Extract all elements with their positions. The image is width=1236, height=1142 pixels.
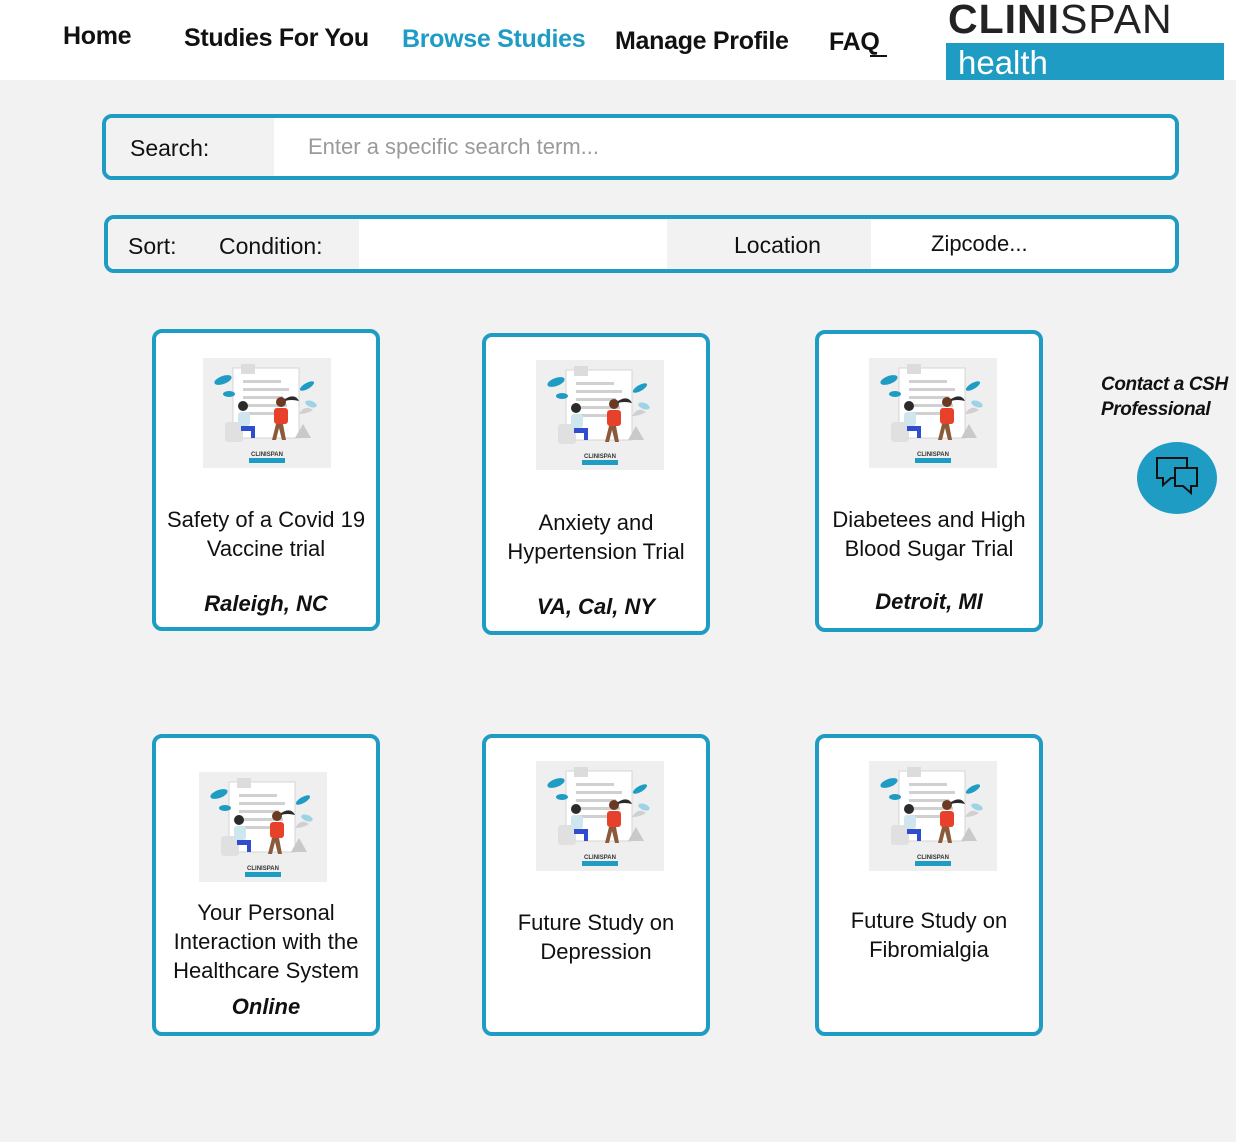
study-title: Future Study on Depression	[517, 910, 675, 964]
logo-health-band: health	[946, 43, 1224, 81]
chat-bubbles-icon	[1156, 457, 1198, 496]
study-illustration-icon	[536, 360, 664, 470]
study-location: Raleigh, NC	[204, 591, 328, 616]
nav-home[interactable]: Home	[63, 22, 132, 50]
study-card-anxiety-hypertension[interactable]: Anxiety and Hypertension Trial VA, Cal, …	[482, 333, 710, 635]
study-title: Diabetees and High Blood Sugar Trial	[832, 507, 1026, 561]
study-illustration-icon	[203, 358, 331, 468]
nav-faq[interactable]: FAQ	[829, 28, 880, 56]
search-label-area	[106, 118, 274, 176]
search-bar: Search:	[102, 114, 1179, 180]
study-card-fibromialgia[interactable]: Future Study on Fibromialgia	[815, 734, 1043, 1036]
condition-label: Condition:	[219, 233, 323, 259]
study-location: Online	[231, 994, 301, 1019]
study-illustration-icon	[869, 358, 997, 468]
study-title: Future Study on Fibromialgia	[850, 908, 1008, 962]
location-label-area	[667, 219, 871, 269]
study-illustration-icon	[199, 772, 327, 882]
sort-label: Sort:	[128, 233, 177, 259]
contact-professional-label: Contact a CSH Professional	[1101, 374, 1228, 420]
study-card-diabetes[interactable]: Diabetees and High Blood Sugar Trial Det…	[815, 330, 1043, 632]
location-label: Location	[734, 232, 821, 258]
study-title: Anxiety and Hypertension Trial	[507, 510, 685, 564]
zipcode-field[interactable]	[871, 219, 1175, 269]
clinispan-health-logo[interactable]: CLINISPAN health	[946, 0, 1224, 81]
search-label: Search:	[130, 135, 210, 161]
study-illustration-icon	[536, 761, 664, 871]
top-navigation-bar: Home Studies For You Browse Studies Mana…	[0, 0, 1236, 81]
faq-underline	[870, 55, 887, 57]
contact-chat-button[interactable]	[1137, 442, 1217, 514]
study-illustration-icon	[869, 761, 997, 871]
sort-label-area	[108, 219, 359, 269]
study-card-depression[interactable]: Future Study on Depression	[482, 734, 710, 1036]
study-card-healthcare-system[interactable]: Your Personal Interaction with the Healt…	[152, 734, 380, 1036]
logo-wordmark: CLINISPAN	[948, 0, 1173, 42]
nav-studies-for-you[interactable]: Studies For You	[184, 24, 369, 52]
study-title: Safety of a Covid 19 Vaccine trial	[166, 507, 366, 561]
study-location: VA, Cal, NY	[536, 594, 656, 619]
study-location: Detroit, MI	[875, 589, 983, 614]
nav-browse-studies[interactable]: Browse Studies	[402, 25, 586, 53]
nav-manage-profile[interactable]: Manage Profile	[615, 27, 789, 55]
study-title: Your Personal Interaction with the Healt…	[173, 900, 359, 983]
search-input[interactable]	[274, 118, 1175, 176]
study-card-covid-vaccine[interactable]: Safety of a Covid 19 Vaccine trial Ralei…	[152, 329, 380, 631]
sort-bar: Sort: Condition: Location	[104, 215, 1179, 273]
condition-field[interactable]	[359, 219, 667, 269]
